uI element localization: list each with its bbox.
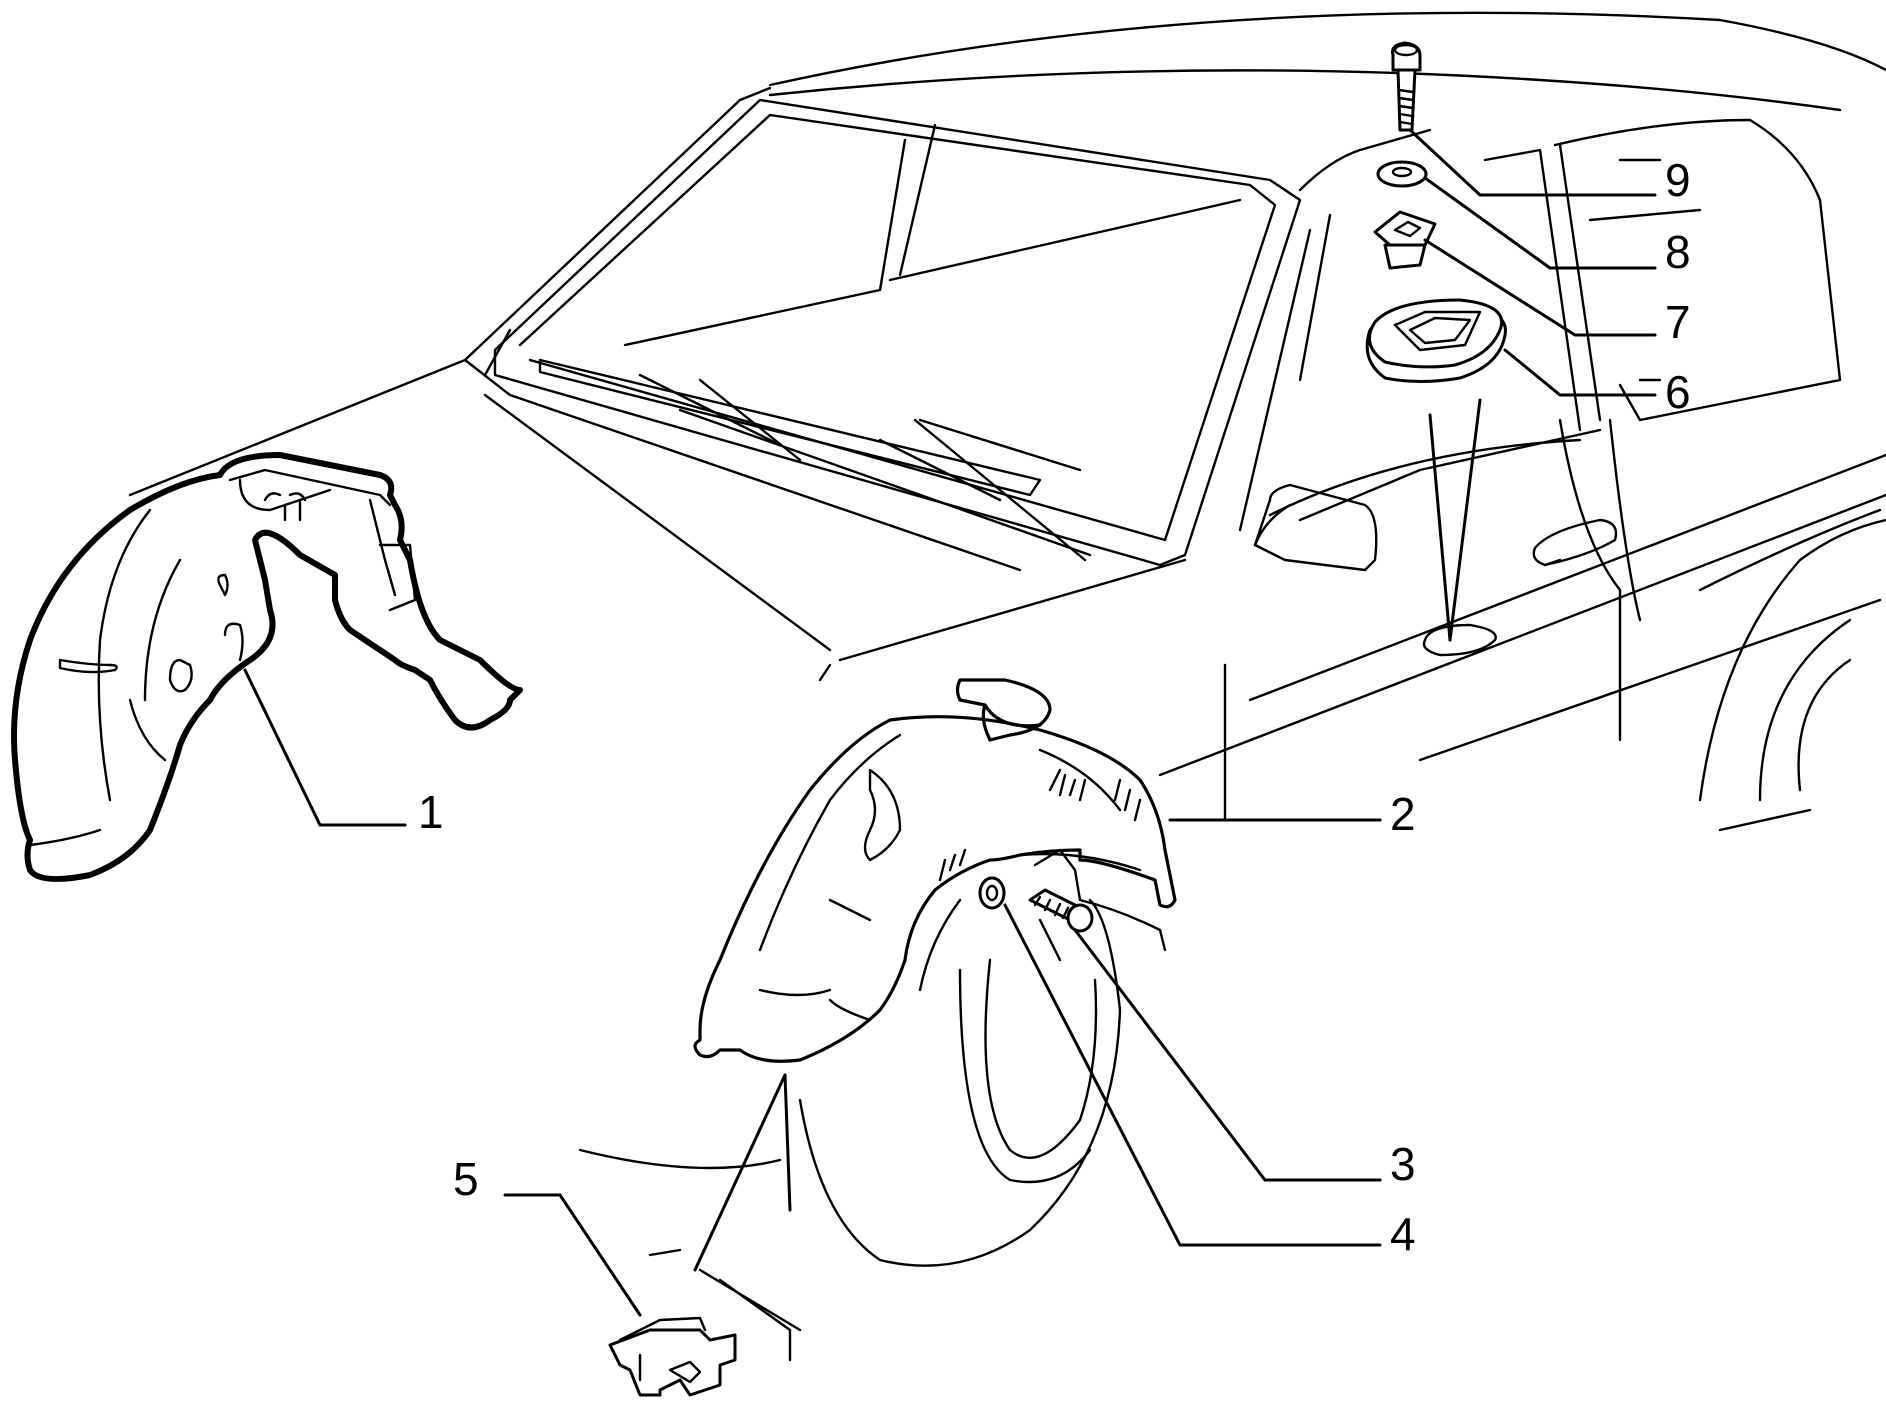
leader-6 [1503, 348, 1657, 397]
part-7-clip-nut [1373, 210, 1437, 270]
leader-9 [1408, 128, 1657, 197]
part-8-washer [1376, 160, 1428, 188]
part-6-grommet [1365, 298, 1507, 383]
callout-6: 6 [1665, 366, 1691, 418]
leader-3 [1073, 928, 1382, 1182]
leader-5 [503, 1193, 642, 1317]
leader-extra-5b [783, 1073, 792, 1212]
part-6-seat [1422, 623, 1497, 657]
leader-extra-6b [1428, 413, 1452, 642]
callout-7: 7 [1665, 296, 1691, 348]
leader-1 [243, 668, 407, 827]
part-4-nut [978, 876, 1006, 910]
leader-4 [1003, 903, 1382, 1247]
car-body-outline [128, 11, 1886, 1362]
part-9-bolt [1391, 41, 1422, 132]
part-5-clip [608, 1316, 737, 1397]
leader-lines [243, 128, 1657, 1317]
callout-8: 8 [1665, 226, 1691, 278]
callout-4: 4 [1390, 1208, 1416, 1260]
callout-1: 1 [418, 786, 444, 838]
leader-7 [1423, 238, 1657, 337]
part-2-wheel-arch-liner [693, 678, 1177, 1063]
callout-numbers: 1 2 3 4 5 6 7 8 9 [418, 154, 1691, 1260]
callout-9: 9 [1665, 154, 1691, 206]
leader-8 [1423, 176, 1657, 270]
callout-5: 5 [453, 1153, 479, 1205]
part-1-wheel-arch-liner [11, 452, 523, 882]
leader-extra-6a [1448, 398, 1482, 642]
callout-2: 2 [1390, 788, 1416, 840]
part-3-screw [1028, 888, 1094, 933]
leader-extra-5a [693, 1073, 787, 1272]
callout-3: 3 [1390, 1138, 1416, 1190]
